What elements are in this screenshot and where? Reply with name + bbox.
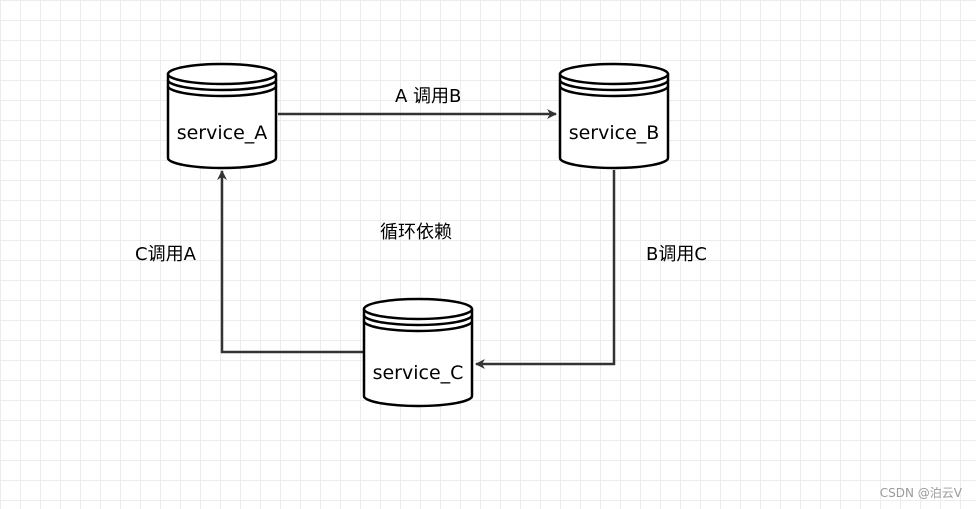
node-service-a-label: service_A — [176, 122, 268, 144]
diagram-title: 循环依赖 — [380, 222, 452, 243]
edge-c-to-a — [217, 170, 364, 354]
node-service-b-shape — [558, 62, 670, 170]
node-service-a-shape — [166, 62, 278, 170]
node-service-c-shape — [362, 297, 474, 408]
edge-c-to-a-label: C调用A — [135, 244, 196, 265]
node-service-c-label: service_C — [372, 362, 464, 384]
node-service-b-label: service_B — [568, 122, 660, 144]
edge-b-to-c-label: B调用C — [646, 244, 707, 265]
edge-a-to-b-label: A 调用B — [395, 86, 462, 107]
edge-b-to-c — [475, 170, 616, 369]
watermark: CSDN @泊云V — [879, 486, 962, 500]
